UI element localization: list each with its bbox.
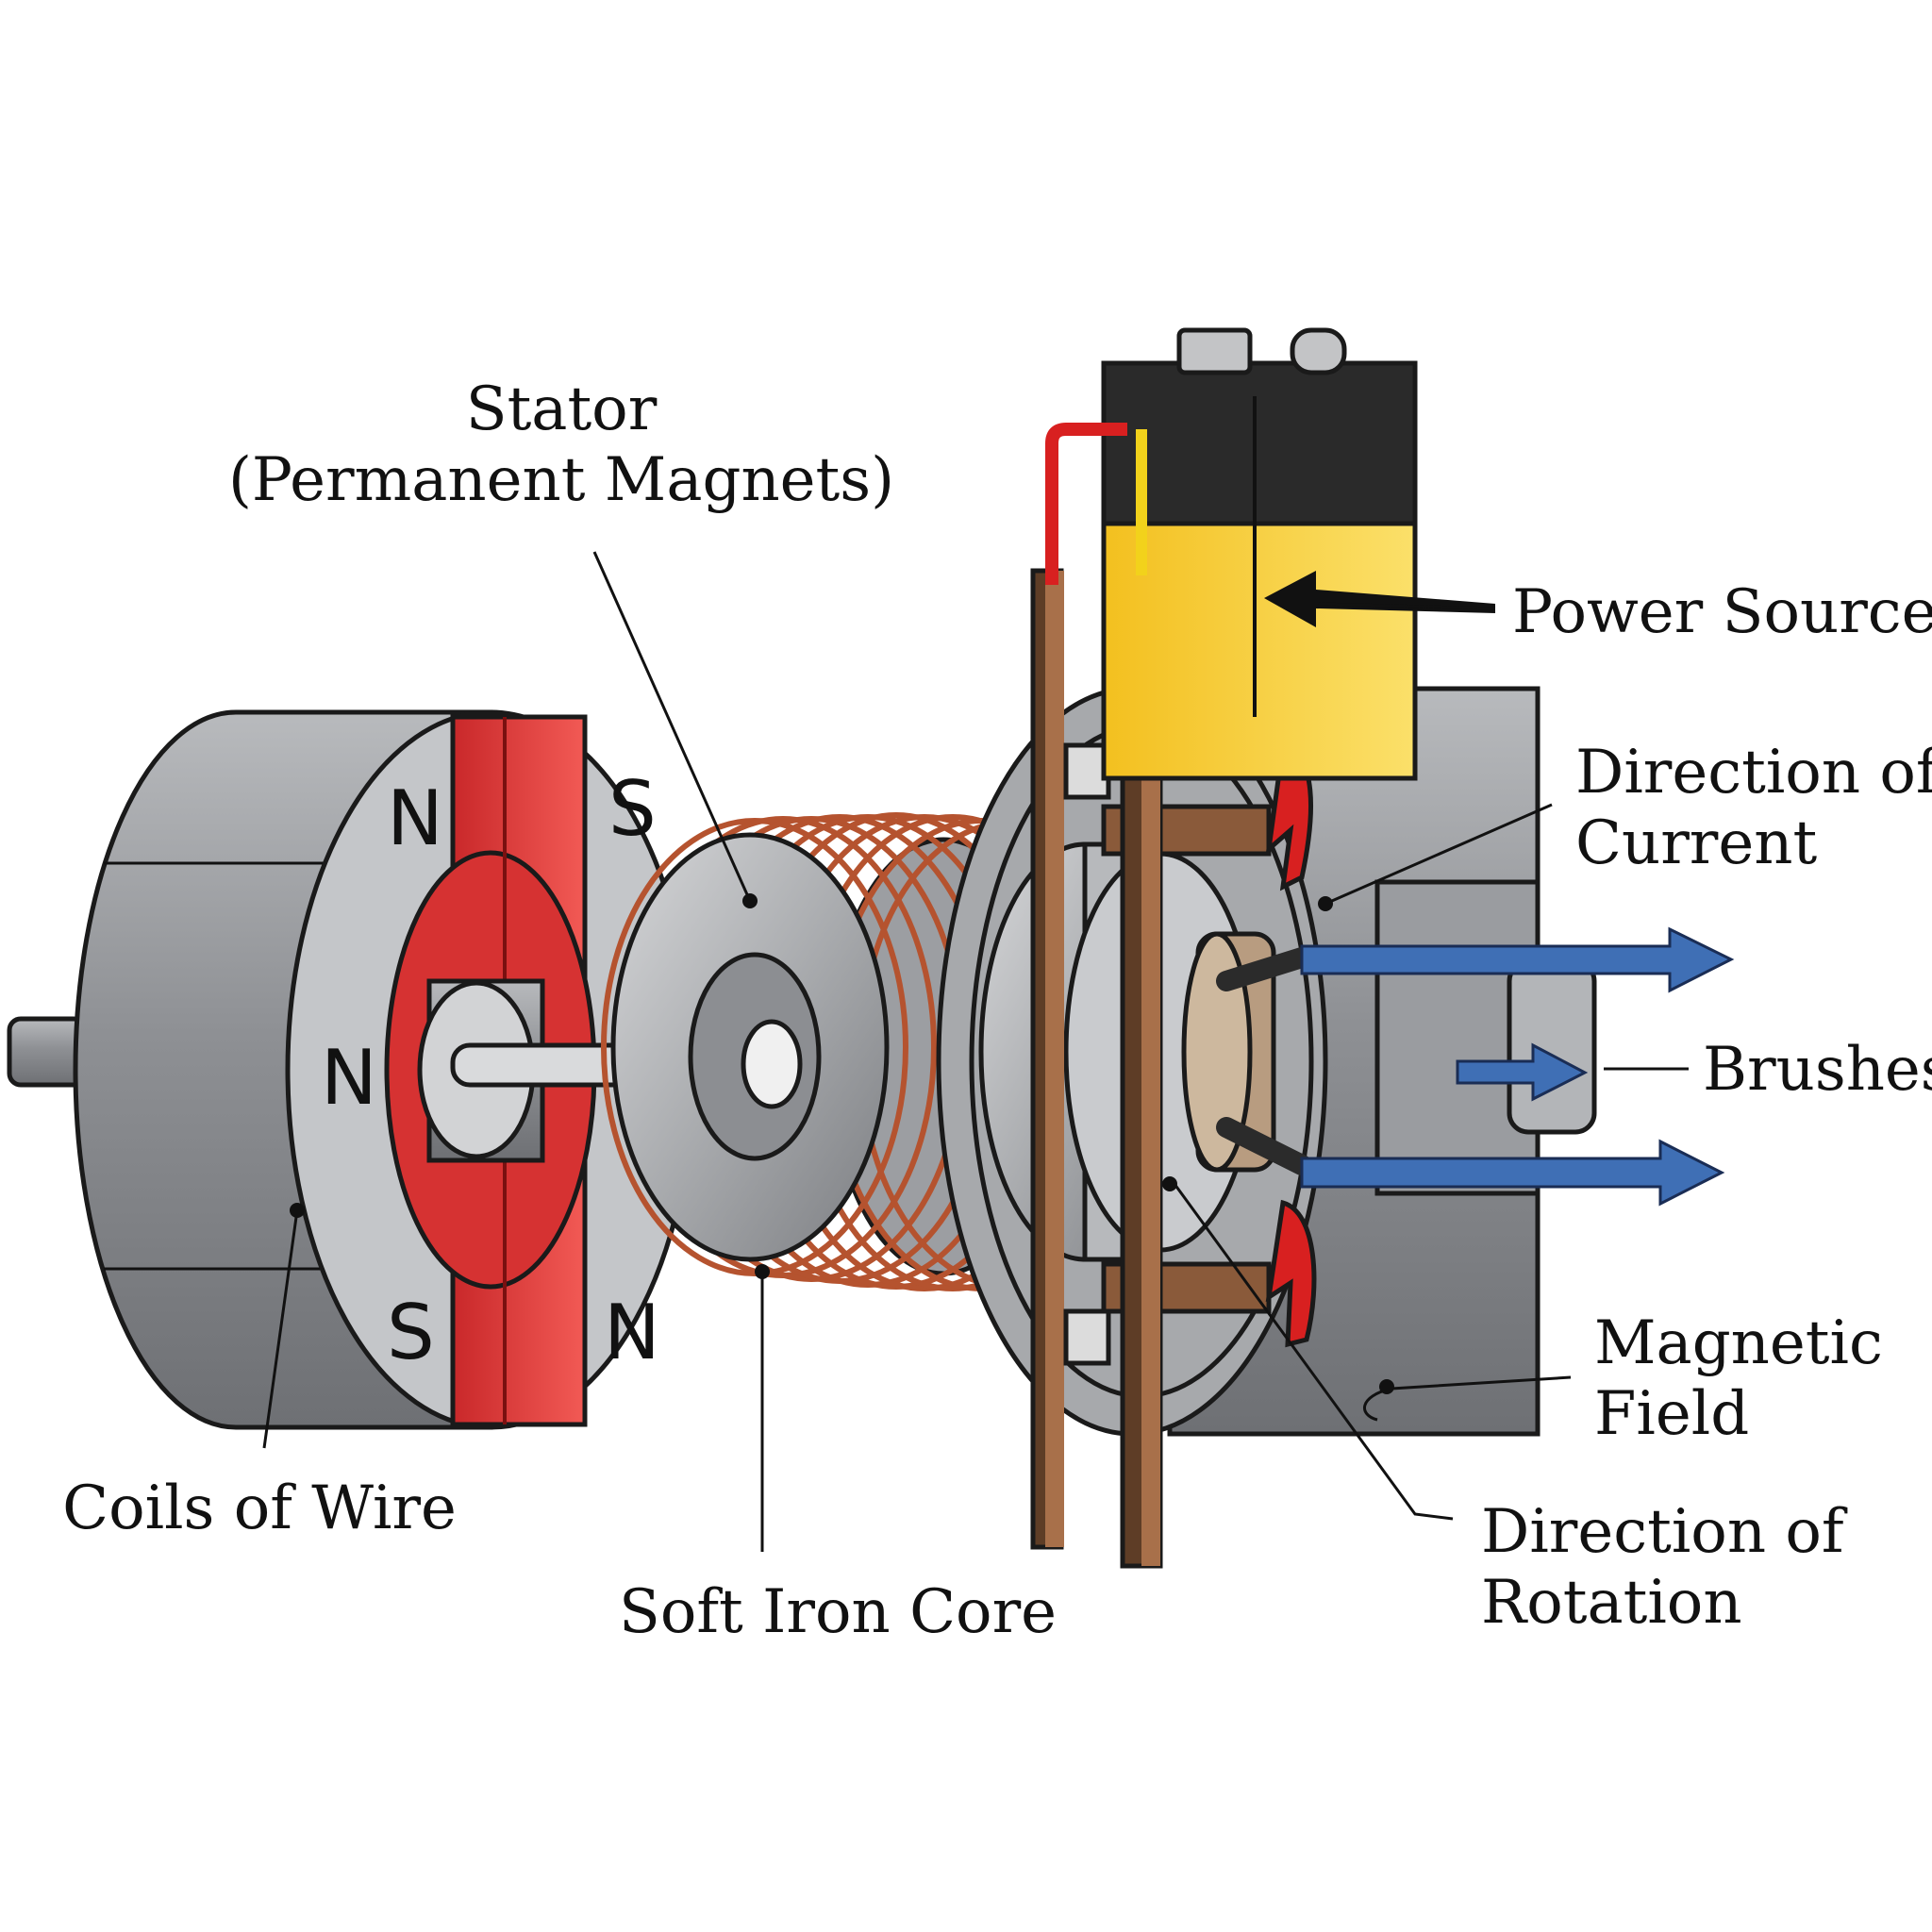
battery-top bbox=[1101, 360, 1418, 555]
label-soft-iron-core: Soft Iron Core bbox=[619, 1577, 1057, 1647]
label-direction-current-line1: Direction of bbox=[1575, 738, 1932, 808]
label-direction-current-line2: Current bbox=[1575, 808, 1817, 878]
current-flow-arrows bbox=[1300, 926, 1735, 1207]
terminal-posts bbox=[1030, 563, 1163, 1569]
label-coils-of-wire: Coils of Wire bbox=[62, 1474, 457, 1543]
pole-top-left: N bbox=[387, 774, 443, 862]
labels: Stator (Permanent Magnets) Power Source … bbox=[62, 375, 1932, 1647]
label-stator-line2: (Permanent Magnets) bbox=[228, 445, 894, 515]
label-magnetic-field-line1: Magnetic bbox=[1594, 1308, 1883, 1378]
pole-bottom-right: N bbox=[604, 1289, 660, 1376]
leader-lines bbox=[262, 551, 1689, 1552]
arrow-top bbox=[1300, 926, 1735, 993]
pole-top-right: S bbox=[608, 765, 657, 853]
battery-body bbox=[1101, 521, 1418, 781]
brush-lead-top bbox=[1216, 947, 1312, 991]
wire-red bbox=[1045, 423, 1127, 585]
pole-bottom-left: S bbox=[387, 1289, 435, 1376]
label-magnetic-field-line2: Field bbox=[1594, 1379, 1749, 1449]
arrow-bottom bbox=[1300, 1139, 1725, 1207]
brush-lead-bottom bbox=[1216, 1117, 1312, 1175]
pole-middle-left: N bbox=[321, 1034, 377, 1122]
label-power-source: Power Source bbox=[1512, 577, 1932, 647]
rotation-arrow-bottom bbox=[1265, 1199, 1317, 1348]
battery-terminal-positive bbox=[1290, 327, 1347, 375]
label-direction-rotation-line2: Rotation bbox=[1481, 1568, 1742, 1638]
label-brushes: Brushes bbox=[1703, 1035, 1932, 1105]
label-stator-line1: Stator bbox=[466, 375, 658, 444]
battery-terminal-negative bbox=[1176, 327, 1253, 375]
arrow-middle bbox=[1456, 1042, 1589, 1102]
label-direction-rotation-line1: Direction of bbox=[1481, 1497, 1848, 1567]
battery bbox=[1045, 327, 1418, 781]
power-source-arrow bbox=[1264, 571, 1495, 627]
